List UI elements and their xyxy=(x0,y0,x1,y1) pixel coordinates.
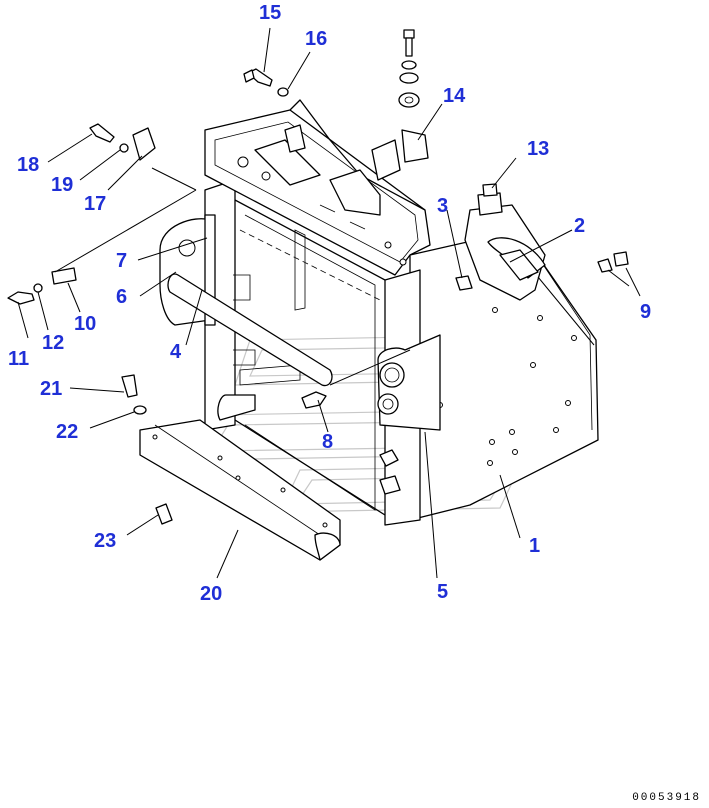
callout-15: 15 xyxy=(259,2,281,24)
drawing-code: 00053918 xyxy=(632,792,701,804)
bottom-bracket xyxy=(139,419,341,561)
callout-9: 9 xyxy=(640,301,651,323)
callout-11: 11 xyxy=(8,348,29,370)
callout-21: 21 xyxy=(40,378,62,400)
callout-23: 23 xyxy=(94,530,116,552)
hardware-fasteners xyxy=(7,29,629,525)
callout-4: 4 xyxy=(170,341,182,363)
callout-10: 10 xyxy=(74,313,96,335)
leader-lines xyxy=(17,27,641,579)
callout-5: 5 xyxy=(437,581,448,603)
callout-3: 3 xyxy=(437,195,448,217)
callout-22: 22 xyxy=(56,421,78,443)
callout-1: 1 xyxy=(529,535,540,557)
callout-20: 20 xyxy=(200,583,222,605)
callout-7: 7 xyxy=(116,250,127,272)
callout-labels: 1 2 3 4 5 6 7 8 9 10 11 12 13 14 15 16 1… xyxy=(8,2,651,605)
callout-16: 16 xyxy=(305,28,327,50)
callout-13: 13 xyxy=(527,138,549,160)
right-side-mount xyxy=(464,183,546,301)
callout-2: 2 xyxy=(574,215,585,237)
callout-8: 8 xyxy=(322,431,333,453)
callout-19: 19 xyxy=(51,174,73,196)
pivot-block xyxy=(377,334,441,495)
callout-6: 6 xyxy=(116,286,127,308)
left-tube-assembly xyxy=(159,214,333,421)
callout-14: 14 xyxy=(443,85,466,107)
callout-18: 18 xyxy=(17,154,39,176)
callout-12: 12 xyxy=(42,332,64,354)
callout-17: 17 xyxy=(84,193,106,215)
top-header-bracket xyxy=(204,99,431,276)
